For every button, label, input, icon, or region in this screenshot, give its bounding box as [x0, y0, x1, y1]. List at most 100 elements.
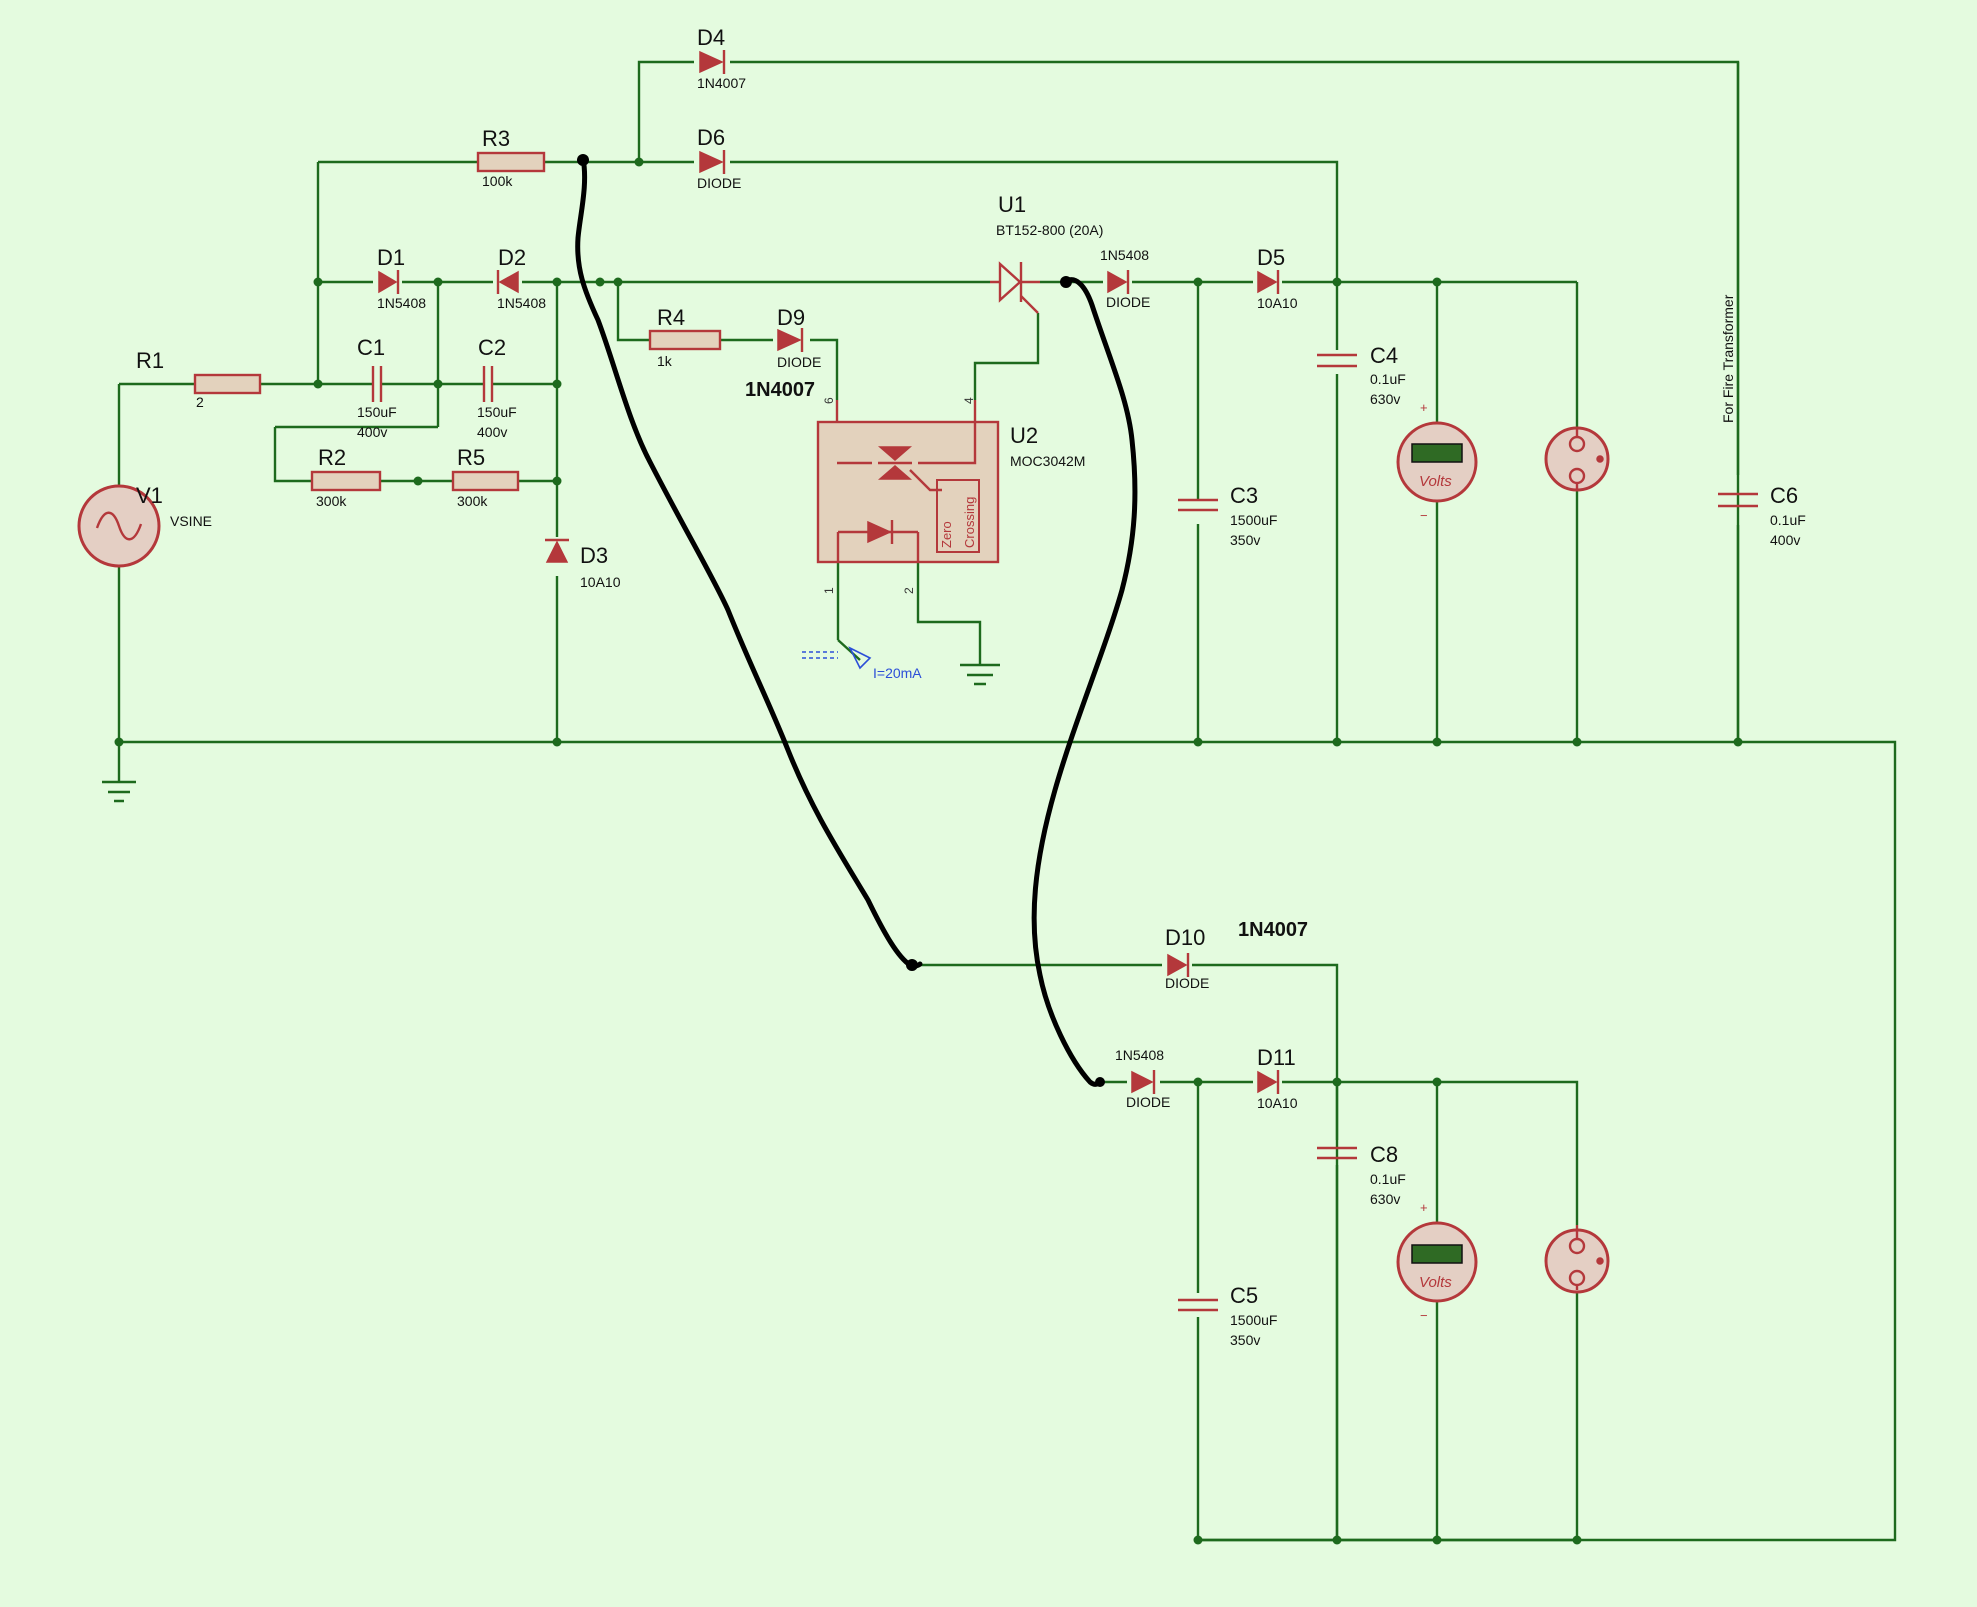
optocoupler-u2[interactable]	[816, 400, 1000, 564]
d6-ref: D6	[697, 125, 725, 150]
c1-value: 150uF	[357, 404, 397, 420]
dx2-value: DIODE	[1126, 1094, 1170, 1110]
capacitor-c3[interactable]	[1178, 498, 1218, 512]
capacitor-c4[interactable]	[1317, 353, 1357, 368]
c1-voltage: 400v	[357, 424, 387, 440]
c2-value: 150uF	[477, 404, 517, 420]
ground-symbol-u2	[960, 663, 1000, 686]
u2-pin-4: 4	[962, 397, 976, 404]
resistor-r4[interactable]	[648, 329, 722, 351]
c2-voltage: 400v	[477, 424, 507, 440]
u2-value: MOC3042M	[1010, 453, 1085, 469]
sine-wave-icon	[95, 511, 143, 541]
capacitor-c2[interactable]	[470, 366, 505, 402]
lamp-top[interactable]	[1544, 426, 1610, 492]
c5-ref: C5	[1230, 1283, 1258, 1308]
d11-ref: D11	[1257, 1045, 1296, 1070]
voltmeter-bottom-plus: +	[1420, 1200, 1428, 1215]
d1-value: 1N5408	[377, 295, 426, 311]
d9-part: 1N4007	[745, 379, 815, 401]
resistor-r5[interactable]	[451, 470, 520, 492]
d9-value: DIODE	[777, 354, 821, 370]
d11-value: 10A10	[1257, 1095, 1298, 1111]
r4-ref: R4	[657, 305, 685, 330]
r3-value: 100k	[482, 173, 513, 189]
capacitor-c5[interactable]	[1178, 1298, 1218, 1312]
d2-ref: D2	[498, 245, 526, 270]
c6-value: 0.1uF	[1770, 512, 1806, 528]
d9-ref: D9	[777, 305, 805, 330]
u1-ref: U1	[998, 192, 1026, 217]
voltmeter-top-minus: −	[1420, 508, 1428, 523]
u1-value: BT152-800 (20A)	[996, 222, 1103, 238]
diode-d10[interactable]	[1167, 953, 1190, 977]
v1-ref: V1	[136, 483, 163, 508]
capacitor-c8[interactable]	[1317, 1146, 1357, 1160]
dx2-top: 1N5408	[1115, 1047, 1164, 1063]
diode-dx1[interactable]	[1107, 270, 1130, 294]
d4-value: 1N4007	[697, 75, 746, 91]
d1-ref: D1	[377, 245, 405, 270]
resistor-r1[interactable]	[193, 373, 262, 395]
r4-value: 1k	[657, 353, 673, 369]
c8-voltage: 630v	[1370, 1191, 1400, 1207]
diode-d9[interactable]	[777, 328, 804, 352]
diode-dx2[interactable]	[1131, 1070, 1156, 1094]
r3-ref: R3	[482, 126, 510, 151]
lamp-bottom[interactable]	[1544, 1225, 1610, 1294]
d3-value: 10A10	[580, 574, 621, 590]
capacitor-c1[interactable]	[360, 366, 396, 402]
diode-d2[interactable]	[496, 270, 519, 294]
c3-value: 1500uF	[1230, 512, 1277, 528]
diode-d4[interactable]	[699, 50, 726, 74]
resistor-r3[interactable]	[476, 151, 546, 173]
ground-symbol-left	[102, 780, 136, 803]
voltmeter-bottom[interactable]: Volts + −	[1396, 1200, 1478, 1323]
r2-value: 300k	[316, 493, 347, 509]
lcd-display-icon	[1411, 1244, 1463, 1264]
r5-value: 300k	[457, 493, 488, 509]
c5-value: 1500uF	[1230, 1312, 1277, 1328]
c8-ref: C8	[1370, 1142, 1398, 1167]
c6-ref: C6	[1770, 483, 1798, 508]
d6-value: DIODE	[697, 175, 741, 191]
c3-voltage: 350v	[1230, 532, 1260, 548]
diode-d3[interactable]	[545, 538, 569, 563]
u2-crossing-label: Crossing	[962, 497, 977, 548]
d10-value: DIODE	[1165, 975, 1209, 991]
r5-ref: R5	[457, 445, 485, 470]
transformer-note: For Fire Transformer	[1720, 294, 1736, 423]
d3-ref: D3	[580, 543, 608, 568]
c4-value: 0.1uF	[1370, 371, 1406, 387]
wires	[117, 60, 1897, 1542]
diode-d6[interactable]	[699, 150, 726, 174]
current-probe-icon	[802, 639, 872, 670]
thyristor-u1[interactable]	[990, 261, 1040, 314]
junction-dots	[114, 157, 1743, 1545]
diode-d1[interactable]	[378, 270, 400, 294]
probe-label: I=20mA	[873, 665, 922, 681]
r1-ref: R1	[136, 348, 164, 373]
voltmeter-bottom-minus: −	[1420, 1308, 1428, 1323]
voltmeter-top-plus: +	[1420, 400, 1428, 415]
c4-ref: C4	[1370, 343, 1398, 368]
c8-value: 0.1uF	[1370, 1171, 1406, 1187]
voltmeter-top[interactable]: Volts + −	[1396, 400, 1478, 523]
lcd-display-icon	[1411, 443, 1463, 463]
d5-value: 10A10	[1257, 295, 1298, 311]
vsine-source-v1[interactable]	[77, 484, 161, 568]
diode-d11[interactable]	[1257, 1070, 1280, 1094]
c2-ref: C2	[478, 335, 506, 360]
u2-pin-6: 6	[822, 397, 836, 404]
voltmeter-bottom-label: Volts	[1419, 1274, 1452, 1291]
c1-ref: C1	[357, 335, 385, 360]
resistor-r2[interactable]	[310, 470, 382, 492]
d10-ref: D10	[1165, 925, 1205, 950]
capacitor-c6[interactable]	[1718, 492, 1758, 508]
dx1-top: 1N5408	[1100, 247, 1149, 263]
jumper-wire-left	[575, 154, 923, 971]
dx1-value: DIODE	[1106, 294, 1150, 310]
diode-d5[interactable]	[1257, 270, 1280, 294]
v1-value: VSINE	[170, 513, 212, 529]
